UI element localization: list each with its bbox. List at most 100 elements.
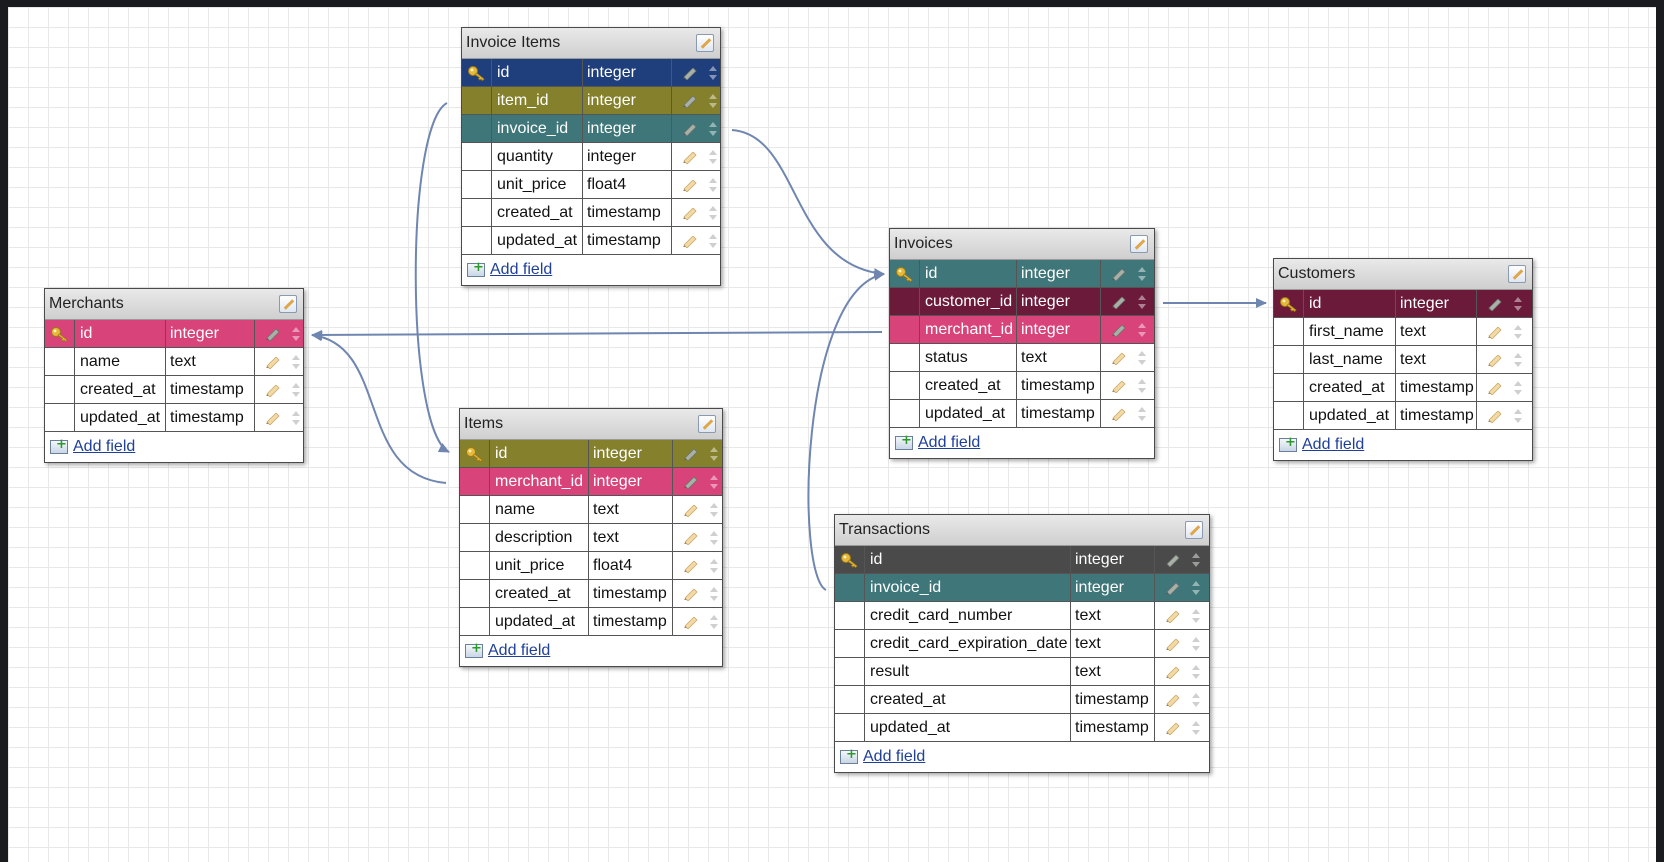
reorder-icon[interactable]: [1191, 692, 1201, 708]
edit-field-icon[interactable]: [1165, 722, 1181, 736]
edit-field-icon[interactable]: [1165, 694, 1181, 708]
reorder-icon[interactable]: [1137, 294, 1147, 310]
edit-field-icon[interactable]: [1487, 382, 1503, 396]
reorder-icon[interactable]: [1137, 378, 1147, 394]
reorder-icon[interactable]: [1137, 322, 1147, 338]
reorder-icon[interactable]: [1191, 636, 1201, 652]
reorder-icon[interactable]: [709, 502, 719, 518]
reorder-icon[interactable]: [1137, 350, 1147, 366]
edit-field-icon[interactable]: [683, 616, 699, 630]
add-field-icon[interactable]: [465, 641, 483, 658]
reorder-icon[interactable]: [709, 614, 719, 630]
reorder-icon[interactable]: [1513, 380, 1523, 396]
reorder-icon[interactable]: [291, 382, 301, 398]
edit-field-icon[interactable]: [683, 448, 699, 462]
reorder-icon[interactable]: [709, 586, 719, 602]
edit-field-icon[interactable]: [682, 179, 698, 193]
reorder-icon[interactable]: [708, 205, 718, 221]
reorder-icon[interactable]: [708, 149, 718, 165]
add-field-icon[interactable]: [840, 747, 858, 764]
add-field-link[interactable]: Add field: [490, 261, 553, 278]
edit-field-icon[interactable]: [682, 151, 698, 165]
edit-field-icon[interactable]: [1111, 380, 1127, 394]
reorder-icon[interactable]: [708, 65, 718, 81]
reorder-icon[interactable]: [1137, 266, 1147, 282]
edit-field-icon[interactable]: [265, 412, 281, 426]
edit-table-icon[interactable]: [279, 295, 297, 313]
edit-field-icon[interactable]: [1487, 298, 1503, 312]
edit-field-icon[interactable]: [682, 123, 698, 137]
edit-table-icon[interactable]: [1130, 235, 1148, 253]
edit-field-icon[interactable]: [265, 356, 281, 370]
edit-field-icon[interactable]: [682, 207, 698, 221]
reorder-icon[interactable]: [1513, 324, 1523, 340]
reorder-icon[interactable]: [291, 326, 301, 342]
edit-field-icon[interactable]: [265, 328, 281, 342]
edit-field-icon[interactable]: [1111, 352, 1127, 366]
edit-field-icon[interactable]: [1165, 582, 1181, 596]
reorder-icon[interactable]: [291, 410, 301, 426]
edit-field-icon[interactable]: [1487, 354, 1503, 368]
add-field-link[interactable]: Add field: [1302, 436, 1365, 453]
edit-table-icon[interactable]: [1508, 265, 1526, 283]
edit-table-icon[interactable]: [696, 34, 714, 52]
edit-table-icon[interactable]: [1185, 521, 1203, 539]
reorder-icon[interactable]: [708, 233, 718, 249]
edit-table-icon[interactable]: [698, 415, 716, 433]
edit-field-icon[interactable]: [683, 588, 699, 602]
add-field-icon[interactable]: [467, 260, 485, 277]
add-field-icon[interactable]: [50, 437, 68, 454]
reorder-icon[interactable]: [291, 354, 301, 370]
reorder-icon[interactable]: [1137, 406, 1147, 422]
edit-field-icon[interactable]: [682, 67, 698, 81]
reorder-icon[interactable]: [1191, 608, 1201, 624]
reorder-icon[interactable]: [1513, 296, 1523, 312]
add-field-link[interactable]: Add field: [863, 748, 926, 765]
add-field-link[interactable]: Add field: [918, 434, 981, 451]
reorder-icon[interactable]: [709, 446, 719, 462]
edit-field-icon[interactable]: [682, 235, 698, 249]
reorder-icon[interactable]: [1191, 720, 1201, 736]
edit-field-icon[interactable]: [1111, 296, 1127, 310]
add-field-link[interactable]: Add field: [73, 438, 136, 455]
reorder-icon[interactable]: [708, 93, 718, 109]
edit-field-icon[interactable]: [1111, 324, 1127, 338]
edit-field-icon[interactable]: [683, 504, 699, 518]
edit-field-icon[interactable]: [265, 384, 281, 398]
reorder-icon[interactable]: [708, 177, 718, 193]
add-field-icon[interactable]: [895, 433, 913, 450]
reorder-icon[interactable]: [1191, 664, 1201, 680]
edit-field-icon[interactable]: [1165, 666, 1181, 680]
